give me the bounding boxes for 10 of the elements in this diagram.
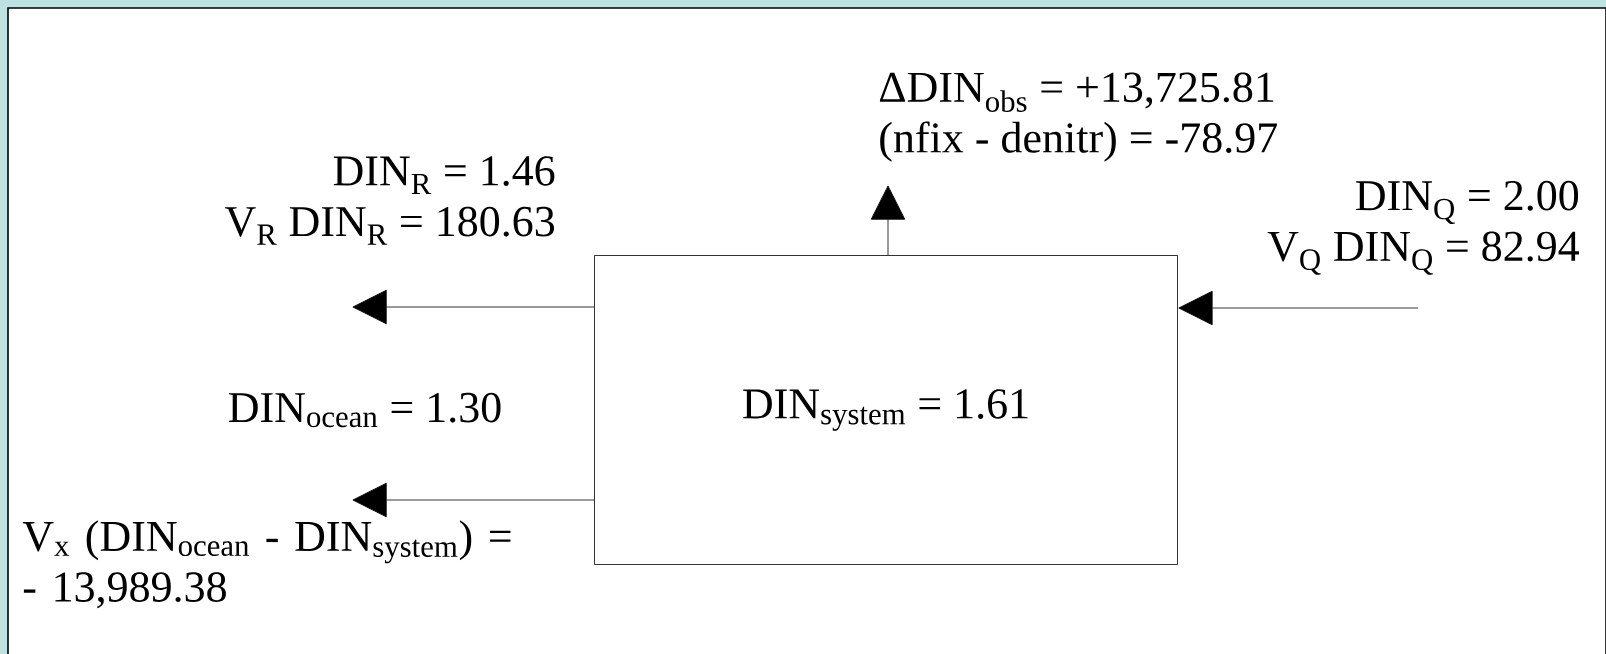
arrow bbox=[870, 185, 906, 256]
arrow bbox=[352, 482, 595, 518]
arrow bbox=[1178, 290, 1419, 326]
formula-label: V$_{x}$ (DIN$_{ocean}$ - DIN$_{system}$) = - 13,989.38 bbox=[22, 520, 511, 609]
formula-label: DIN$_{ocean}$ = 1.30 bbox=[229, 392, 501, 428]
arrow bbox=[352, 289, 595, 325]
formula-label: DIN$_{R}$ = 1.46 V$_{R}$ DIN$_{R}$ = 180.63 bbox=[225, 156, 555, 245]
process-box: DIN$_{system}$ = 1.61 bbox=[594, 255, 1178, 565]
formula-label: ΔDIN$_{obs}$ = +13,725.81 (nfix - denitr) = -78.97 bbox=[879, 72, 1277, 162]
formula-label: DIN$_{Q}$ = 2.00 V$_{Q}$ DIN$_{Q}$ = 82.94 bbox=[1267, 180, 1579, 275]
